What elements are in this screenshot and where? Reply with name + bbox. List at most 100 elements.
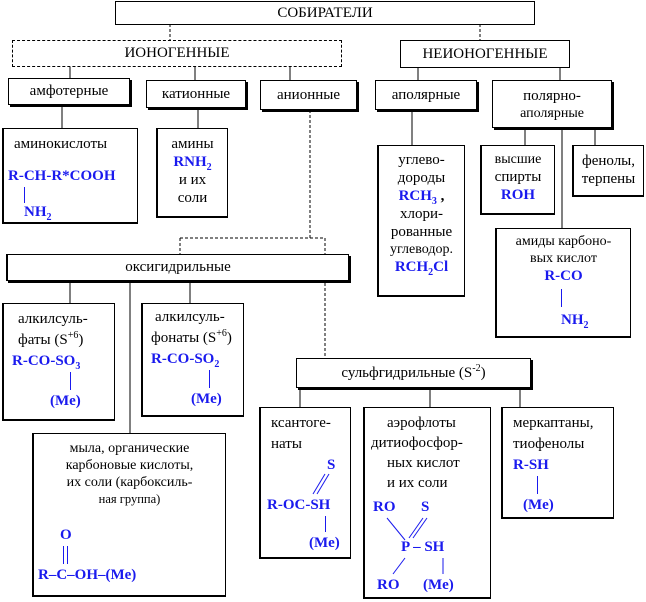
amino-acids-node: аминокислоты R-CH-R*COOH NH2 (2, 128, 138, 224)
soaps-node: мыла, органические карбоновые кислоты, и… (32, 433, 226, 597)
aerofloats-ro2: RO (377, 577, 400, 593)
amino-acids-label: аминокислоты (14, 136, 108, 152)
polar-apolar-node: полярно- аполярные (492, 80, 612, 128)
soaps-double-bond-a (63, 546, 64, 564)
xanthates-line2: наты (271, 436, 302, 452)
amides-nh2: NH2 (561, 312, 589, 331)
xanthates-node: ксантоге- наты S R-OC-SH (Me) (259, 407, 351, 559)
mercaptans-bond (537, 476, 538, 494)
nonionogenic-node: НЕИОНОГЕННЫЕ (400, 40, 570, 68)
alkylsulfates-node: алкилсуль- фаты (S+6) R-CO-SO3 (Me) (2, 303, 115, 421)
ionogenic-node: ИОНОГЕННЫЕ (12, 40, 342, 67)
soaps-double-bond-b (67, 546, 68, 564)
alkylsulfates-me: (Me) (50, 393, 81, 409)
xanthates-line1: ксантоге- (271, 415, 331, 431)
aerofloats-me: (Me) (423, 577, 454, 593)
xanthates-me: (Me) (309, 535, 340, 551)
polar-apolar-label-2: аполярные (520, 106, 584, 121)
amines-line4: соли (177, 190, 208, 206)
root-label: СОБИРАТЕЛИ (277, 5, 373, 21)
alkylsulfates-line1: алкилсуль- (18, 311, 88, 327)
ionogenic-label: ИОНОГЕННЫЕ (124, 45, 230, 61)
mercaptans-line2: тиофенолы (513, 436, 585, 452)
amphoteric-label: амфотерные (29, 83, 109, 99)
aerofloats-p: P – SH (401, 539, 445, 555)
amines-node: амины RNH2 и их соли (156, 128, 228, 218)
soaps-line2: карбоновые кислоты, (65, 458, 194, 473)
amphoteric-node: амфотерные (8, 78, 130, 105)
hydrocarbons-line1: углево- (398, 152, 445, 168)
alkylsulfonates-formula: R-CO-SO2 (151, 351, 220, 370)
sulfhydryl-label: сульфгидрильные (S-2) (341, 363, 486, 382)
soaps-line4: ная группа) (98, 492, 161, 506)
amino-group: NH2 (24, 204, 52, 223)
alkylsulfates-line2: фаты (S+6) (18, 330, 84, 349)
amides-bond (561, 289, 562, 307)
soaps-line1: мыла, органические (69, 441, 190, 456)
xanthates-s: S (327, 457, 336, 473)
anionic-node: анионные (260, 80, 357, 110)
aerofloats-ro1: RO (373, 499, 396, 515)
anionic-label: анионные (276, 87, 340, 103)
aerofloats-line4: и их соли (387, 475, 448, 491)
alkylsulfates-formula: R-CO-SO3 (12, 353, 81, 372)
alcohols-line1: высшие (494, 152, 542, 167)
alkylsulfonates-me: (Me) (191, 391, 222, 407)
amides-line1: амиды карбоно- (515, 234, 612, 249)
xanthates-double-bond (312, 473, 330, 495)
hydrocarbons-line4: хлори- (399, 206, 443, 222)
oxyhydryl-label: оксигидрильные (125, 259, 231, 275)
aerofloats-line1: аэрофлоты (387, 415, 456, 431)
aerofloats-bonds (386, 517, 428, 541)
aerofloats-line3: ных кислот (387, 455, 460, 471)
hydrocarbons-line2: дороды (397, 170, 446, 186)
root-node: СОБИРАТЕЛИ (115, 1, 535, 25)
alkylsulfonates-line2: фонаты (S+6) (151, 328, 232, 347)
mercaptans-formula: R-SH (513, 457, 549, 473)
sulfhydryl-node: сульфгидрильные (S-2) (296, 358, 531, 388)
amines-formula: RNH2 (173, 154, 212, 173)
alkylsulfonates-node: алкилсуль- фонаты (S+6) R-CO-SO2 (Me) (141, 303, 244, 417)
alkylsulfonates-line1: алкилсуль- (155, 309, 225, 325)
amino-bond (24, 187, 25, 203)
mercaptans-me: (Me) (523, 497, 554, 513)
amides-node: амиды карбоно- вых кислот R-CO NH2 (495, 228, 631, 338)
mercaptans-line1: меркаптаны, (513, 415, 594, 431)
amides-line2: вых кислот (530, 251, 597, 266)
alkylsulfonates-bond (209, 370, 210, 388)
xanthates-formula: R-OC-SH (267, 497, 331, 513)
alcohols-node: высшие спирты ROH (480, 145, 555, 215)
nonionogenic-label: НЕИОНОГЕННЫЕ (422, 46, 548, 62)
xanthates-bond (325, 516, 326, 532)
soaps-formula: R‒C‒OH‒(Me) (38, 567, 137, 583)
hydrocarbons-node: углево- дороды RCH3 , хлори- рованные уг… (377, 145, 465, 297)
aerofloats-s: S (421, 499, 430, 515)
cationic-label: катионные (161, 86, 231, 102)
polar-apolar-label-1: полярно- (523, 88, 581, 104)
chlorinated-formula: RCH2Cl (394, 259, 449, 278)
aerofloats-line2: дитиофосфор- (371, 435, 463, 451)
soaps-line3: их соли (карбоксиль- (66, 475, 193, 490)
hydrocarbons-line6: углеводор. (390, 242, 453, 257)
oxyhydryl-node: оксигидрильные (6, 254, 349, 281)
alcohols-line2: спирты (494, 169, 542, 185)
apolar-node: аполярные (375, 80, 477, 110)
mercaptans-node: меркаптаны, тиофенолы R-SH (Me) (501, 407, 614, 519)
amines-label: амины (171, 136, 214, 152)
phenols-node: фенолы, терпены (572, 145, 644, 197)
phenols-line1: фенолы, (581, 153, 636, 169)
alcohols-formula: ROH (500, 187, 536, 203)
alkylsulfates-bond (70, 372, 71, 390)
amines-line3: и их (178, 172, 207, 188)
amides-formula: R-CO (544, 268, 583, 284)
aerofloats-node: аэрофлоты дитиофосфор- ных кислот и их с… (363, 407, 491, 599)
hydrocarbons-formula: RCH3 , (398, 188, 445, 207)
phenols-line2: терпены (581, 171, 636, 187)
amino-acid-formula: R-CH-R*COOH (8, 168, 116, 184)
cationic-node: катионные (146, 80, 246, 108)
soaps-oxygen: O (60, 527, 72, 543)
hydrocarbons-line5: рованные (390, 224, 453, 240)
aerofloats-lower-bonds (392, 557, 444, 575)
apolar-label: аполярные (391, 87, 461, 103)
